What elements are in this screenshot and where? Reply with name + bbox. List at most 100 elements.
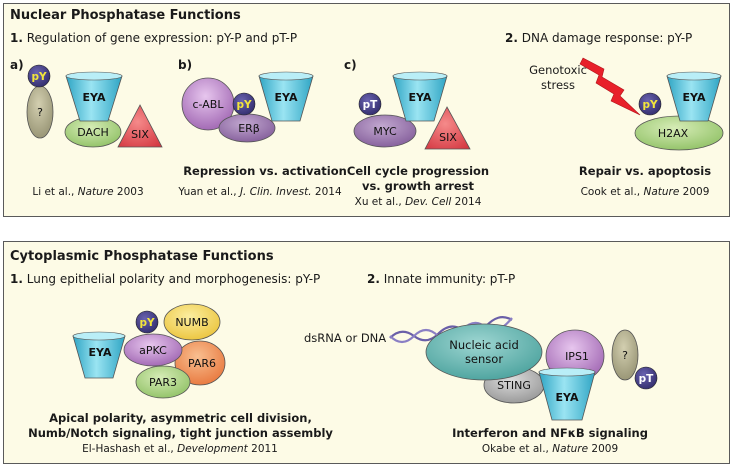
lightning-bolt-icon <box>579 57 641 116</box>
section-text: Lung epithelial polarity and morphogenes… <box>26 272 321 286</box>
citation-authors: Xu et al., <box>354 196 406 208</box>
apkc-label: aPKC <box>139 344 167 357</box>
par3-oval <box>135 365 191 399</box>
result-line: vs. growth arrest <box>361 179 475 193</box>
result-apical-polarity: Apical polarity, asymmetric cell divisio… <box>8 411 353 441</box>
citation-journal: Nature <box>77 186 114 198</box>
eya-cup-rim <box>538 367 596 377</box>
pt-badge <box>358 92 382 116</box>
eya-label: EYA <box>83 91 106 104</box>
result-line: Numb/Notch signaling, tight junction ass… <box>28 426 333 440</box>
citation-journal: J. Clin. Invest. <box>239 186 312 198</box>
section-text: DNA damage response: pY-P <box>521 31 693 45</box>
unknown-label: ? <box>37 106 43 119</box>
complex-a: SIX DACH EYA ? pY <box>26 64 163 148</box>
h2ax-label: H2AX <box>658 127 689 140</box>
eya-label: EYA <box>683 91 706 104</box>
citation-journal: Dev. Cell <box>405 196 452 208</box>
numb-oval <box>163 303 221 341</box>
myc-label: MYC <box>373 125 397 138</box>
citation-year: 2014 <box>451 196 482 208</box>
citation-journal: Nature <box>552 443 589 455</box>
py-label: pY <box>139 317 155 329</box>
section-text: Regulation of gene expression: pY-P and … <box>26 31 298 45</box>
cytoplasmic-title: Cytoplasmic Phosphatase Functions <box>10 249 274 264</box>
citation-authors: Okabe et al., <box>481 443 553 455</box>
py-badge <box>232 92 256 116</box>
apkc-oval <box>123 333 183 367</box>
result-repression-activation: Repression vs. activation <box>183 164 347 178</box>
eya-label: EYA <box>409 91 432 104</box>
complex-innate-immunity: STING IPS1 Nucleic acid sensor EYA ? pT <box>389 316 658 421</box>
citation-year: 2009 <box>679 186 710 198</box>
eya-label: EYA <box>89 346 112 359</box>
citation-year: 2011 <box>247 443 278 455</box>
citation-year: 2009 <box>588 443 619 455</box>
complex-b: c-ABL ERβ EYA pY <box>181 71 314 143</box>
pt-label: pT <box>639 373 655 385</box>
myc-oval <box>353 114 417 148</box>
stress-line: stress <box>540 78 576 92</box>
complex-lung-polarity: NUMB PAR6 PAR3 EYA aPKC pY <box>72 303 226 399</box>
citation-cook: Cook et al., Nature 2009 <box>575 186 715 198</box>
nuclear-section-2: 2. DNA damage response: pY-P <box>505 31 692 45</box>
unknown-label: ? <box>622 349 628 362</box>
citation-el-hashash: El-Hashash et al., Development 2011 <box>30 443 330 455</box>
sensor-label-line2: sensor <box>465 352 503 366</box>
result-repair-apoptosis: Repair vs. apoptosis <box>578 164 712 178</box>
py-badge <box>638 92 662 116</box>
section-text: Innate immunity: pT-P <box>383 272 516 286</box>
citation-authors: El-Hashash et al., <box>82 443 178 455</box>
par3-label: PAR3 <box>149 376 177 389</box>
citation-journal: Development <box>177 443 248 455</box>
citation-authors: Li et al., <box>32 186 78 198</box>
panel-a-label: a) <box>10 58 24 72</box>
result-line: Apical polarity, asymmetric cell divisio… <box>49 411 312 425</box>
eya-cup-rim <box>392 71 448 81</box>
eya-cup-rim <box>72 331 126 341</box>
section-number: 1. <box>10 31 23 45</box>
citation-journal: Nature <box>643 186 680 198</box>
stress-line: Genotoxic <box>529 63 587 77</box>
dach-label: DACH <box>77 126 109 139</box>
citation-year: 2014 <box>311 186 342 198</box>
unknown-oval <box>611 329 639 381</box>
py-label: pY <box>31 71 47 83</box>
dsrna-label: dsRNA or DNA <box>304 331 387 345</box>
cyto-section-2: 2. Innate immunity: pT-P <box>367 272 515 286</box>
result-interferon: Interferon and NFκB signaling <box>452 426 648 440</box>
nuclear-section-1: 1. Regulation of gene expression: pY-P a… <box>10 31 297 45</box>
pt-label: pT <box>363 99 379 111</box>
citation-xu: Xu et al., Dev. Cell 2014 <box>338 196 498 208</box>
complex-dna-damage: H2AX EYA pY <box>579 57 724 151</box>
py-label: pY <box>236 99 252 111</box>
citation-li: Li et al., Nature 2003 <box>18 186 158 198</box>
six-triangle <box>424 106 471 150</box>
six-label: SIX <box>439 131 457 144</box>
six-label: SIX <box>131 128 149 141</box>
py-label: pY <box>642 99 658 111</box>
eya-label: EYA <box>275 91 298 104</box>
ips1-label: IPS1 <box>565 350 589 363</box>
citation-okabe: Okabe et al., Nature 2009 <box>465 443 635 455</box>
py-badge <box>135 310 159 334</box>
six-triangle <box>117 104 163 148</box>
section-number: 2. <box>367 272 380 286</box>
panel-b-label: b) <box>178 58 193 72</box>
citation-authors: Cook et al., <box>580 186 644 198</box>
nucleic-acid-sensor-oval <box>425 323 543 381</box>
panel-c-label: c) <box>344 58 357 72</box>
eya-label: EYA <box>556 391 579 404</box>
cyto-section-1: 1. Lung epithelial polarity and morphoge… <box>10 272 320 286</box>
sensor-label-line1: Nucleic acid <box>449 338 519 352</box>
section-number: 2. <box>505 31 518 45</box>
eya-cup-rim <box>666 71 722 81</box>
nuclear-title: Nuclear Phosphatase Functions <box>10 8 241 23</box>
citation-yuan: Yuan et al., J. Clin. Invest. 2014 <box>174 186 346 198</box>
result-line: Cell cycle progression <box>346 164 490 178</box>
pt-badge <box>634 366 658 390</box>
section-number: 1. <box>10 272 23 286</box>
